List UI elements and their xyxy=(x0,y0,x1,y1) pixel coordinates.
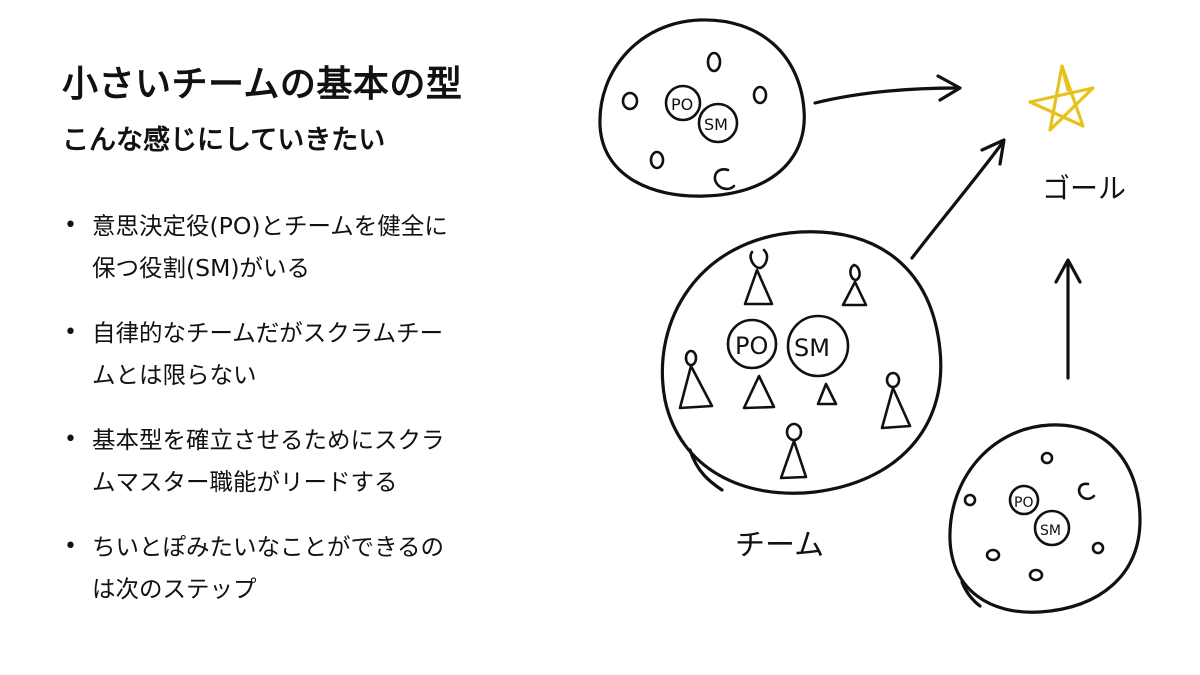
sm-label: SM xyxy=(1040,523,1061,539)
bullet-line: 自律的なチームだがスクラムチー xyxy=(92,319,444,347)
slide-title: 小さいチームの基本の型 xyxy=(62,64,463,105)
sm-label: SM xyxy=(794,334,830,362)
bullet-line: は次のステップ xyxy=(92,575,257,603)
small-team-top: PO SM xyxy=(598,18,806,198)
po-label: PO xyxy=(735,332,768,360)
bullet-line: 保つ役割(SM)がいる xyxy=(92,254,311,282)
goal-star-icon xyxy=(1028,64,1095,132)
team-label: チーム xyxy=(735,528,824,563)
bullet-line: ムとは限らない xyxy=(92,361,257,389)
bullet-line: ムマスター職能がリードする xyxy=(92,468,398,496)
bullet-dot-icon: • xyxy=(64,427,77,452)
bullet-line: ちいとぽみたいなことができるの xyxy=(92,533,445,561)
po-label: PO xyxy=(671,95,693,114)
bullet-list: • 意思決定役(PO)とチームを健全に 保つ役割(SM)がいる • 自律的なチー… xyxy=(62,205,542,633)
po-label: PO xyxy=(1014,495,1033,511)
small-team-bottom: PO SM xyxy=(948,423,1142,614)
arrow-main-to-goal xyxy=(910,138,1006,260)
bullet-item: • 基本型を確立させるためにスクラ ムマスター職能がリードする xyxy=(62,419,542,503)
slide-subtitle: こんな感じにしていきたい xyxy=(62,125,386,156)
bullet-item: • ちいとぽみたいなことができるの は次のステップ xyxy=(62,526,542,610)
sm-label: SM xyxy=(704,115,728,134)
goal-label: ゴール xyxy=(1042,172,1126,205)
bullet-dot-icon: • xyxy=(64,534,77,559)
bullet-dot-icon: • xyxy=(64,320,77,345)
bullet-line: 基本型を確立させるためにスクラ xyxy=(92,426,445,454)
bullet-dot-icon: • xyxy=(64,213,77,238)
main-team: PO SM xyxy=(660,230,943,495)
bullet-item: • 自律的なチームだがスクラムチー ムとは限らない xyxy=(62,312,542,396)
arrow-top-to-goal xyxy=(813,74,962,105)
arrow-bottom-to-goal xyxy=(1054,258,1082,380)
bullet-line: 意思決定役(PO)とチームを健全に xyxy=(92,212,448,240)
bullet-item: • 意思決定役(PO)とチームを健全に 保つ役割(SM)がいる xyxy=(62,205,542,289)
